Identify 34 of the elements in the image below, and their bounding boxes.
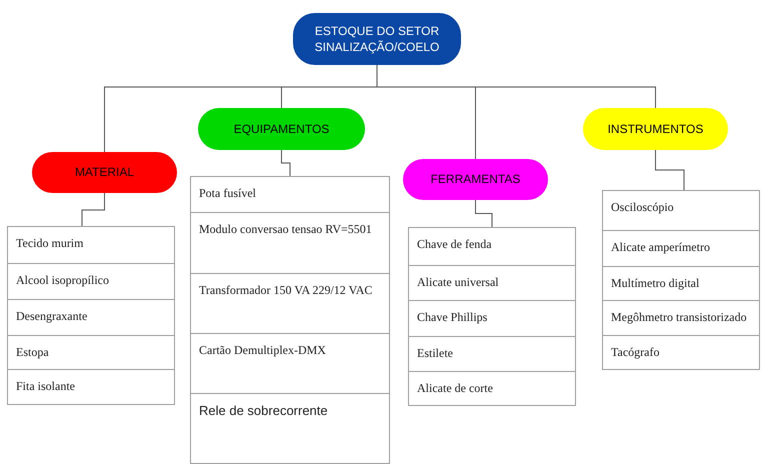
list-item: Chave de fenda — [409, 228, 575, 266]
rounded-node: FERRAMENTAS — [403, 159, 548, 200]
rounded-node: MATERIAL — [32, 152, 177, 193]
list-item: Alicate amperímetro — [603, 231, 759, 267]
item-table — [408, 227, 576, 406]
list-item: Chave Phillips — [409, 301, 575, 337]
list-item: Transformador 150 VA 229/12 VAC — [191, 274, 389, 334]
rounded-node: EQUIPAMENTOS — [198, 108, 365, 150]
connector-line — [376, 64, 656, 108]
list-item: Estilete — [409, 337, 575, 372]
list-item: Alicate de corte — [409, 372, 575, 406]
connector-line — [655, 150, 684, 190]
connector-line — [475, 200, 492, 228]
list-item: Megôhmetro transistorizado — [603, 301, 759, 336]
list-item: Estopa — [8, 336, 174, 370]
connector-line — [82, 192, 105, 226]
list-item: Cartão Demultiplex-DMX — [191, 334, 389, 394]
list-item: Alcool isopropílico — [8, 264, 174, 300]
list-item: Rele de sobrecorrente — [191, 394, 389, 464]
rounded-node: ESTOQUE DO SETOR SINALIZAÇÃO/COELO — [293, 13, 461, 65]
list-item: Modulo conversao tensao RV=5501 — [191, 213, 389, 274]
item-table — [190, 176, 390, 464]
list-item: Alicate universal — [409, 266, 575, 301]
list-item: Osciloscópio — [603, 191, 759, 231]
list-item: Fita isolante — [8, 370, 174, 405]
item-table — [7, 226, 175, 405]
list-item: Desengraxante — [8, 300, 174, 336]
list-item: Tecido murim — [8, 227, 174, 264]
rounded-node: INSTRUMENTOS — [583, 108, 728, 150]
list-item: Multímetro digital — [603, 267, 759, 301]
list-item: Tacógrafo — [603, 336, 759, 370]
list-item: Pota fusível — [191, 177, 389, 213]
item-table — [602, 190, 760, 370]
connector-line — [281, 150, 290, 176]
